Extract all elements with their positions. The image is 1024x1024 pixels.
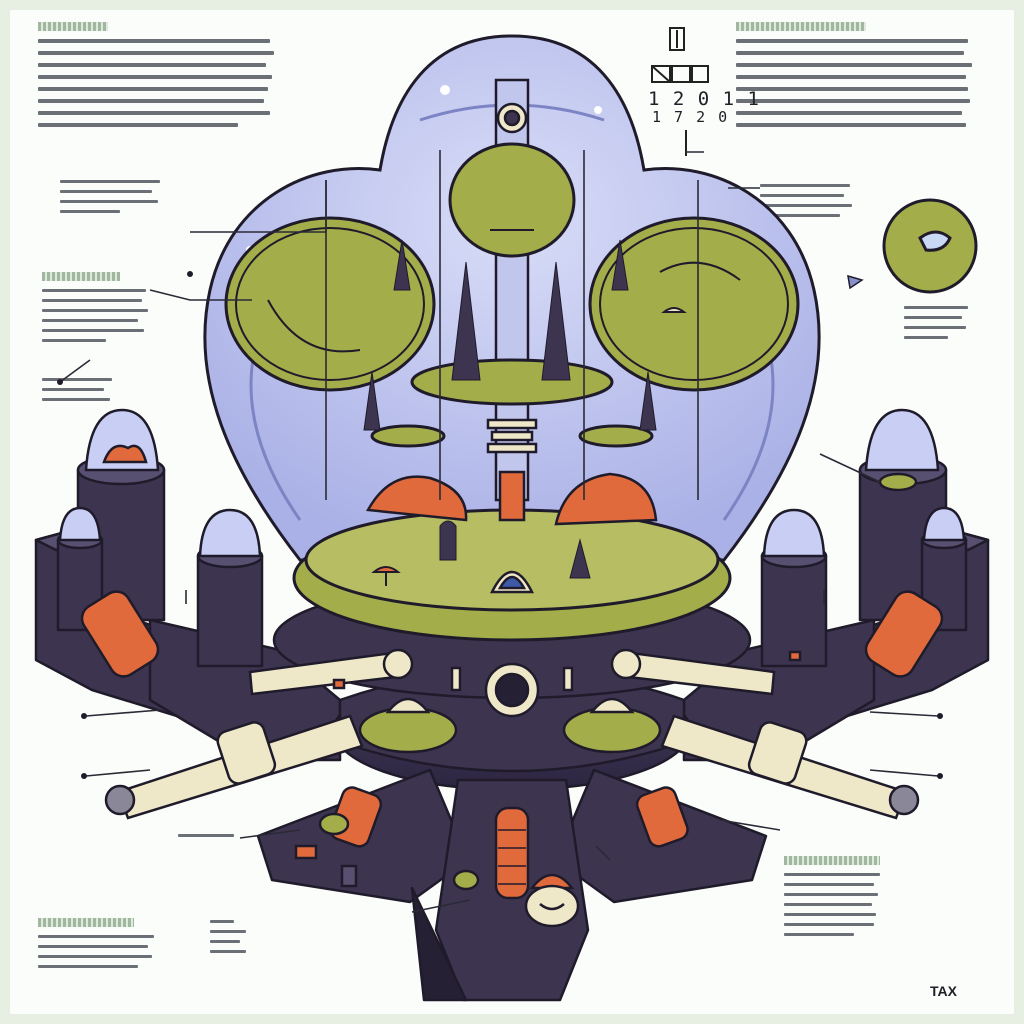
leader-dots — [57, 271, 943, 779]
text-block-bottom-left — [38, 918, 158, 975]
trees — [363, 239, 657, 579]
capsule-ridges — [498, 829, 526, 885]
floor-pod — [489, 570, 535, 594]
signature: TAX — [930, 983, 957, 999]
callout-text-left — [178, 834, 238, 844]
text-block-left-1 — [60, 180, 170, 220]
tree-icon — [439, 520, 457, 561]
text-block-top-right — [736, 22, 974, 135]
mushroom-icon — [371, 566, 401, 573]
tree-icon — [569, 538, 591, 579]
text-block-left-3 — [42, 378, 122, 408]
text-block-right-2 — [904, 306, 974, 346]
hub-details — [294, 650, 802, 891]
island-bands — [235, 227, 789, 381]
dome-floor — [292, 508, 732, 642]
text-block-bottom-mid — [210, 920, 250, 960]
orange-rocks — [365, 472, 658, 526]
code-row-1: 1 2 0 1 1 — [648, 88, 760, 110]
planet-icon — [882, 198, 978, 294]
lamp-capsule — [524, 873, 580, 928]
code-row-2: 1 7 2 0 — [652, 108, 730, 126]
code-glyphs — [651, 27, 709, 156]
text-block-top-left — [38, 22, 276, 135]
orange-capsules — [80, 590, 944, 900]
text-block-right-1 — [760, 184, 860, 224]
tree-icon — [541, 261, 571, 381]
leader-lines — [59, 150, 939, 913]
text-block-left-2 — [42, 272, 152, 349]
text-block-right-3 — [784, 856, 884, 943]
arrow-icon — [847, 274, 864, 290]
tree-icon — [363, 371, 381, 431]
tree-icon — [611, 239, 629, 291]
mushrooms — [371, 307, 687, 586]
tree-icon — [451, 261, 481, 381]
tree-icon — [639, 371, 657, 431]
pipes — [104, 648, 920, 820]
side-domes — [58, 408, 966, 558]
tree-icon — [393, 239, 411, 291]
mushroom-icon — [661, 307, 687, 313]
